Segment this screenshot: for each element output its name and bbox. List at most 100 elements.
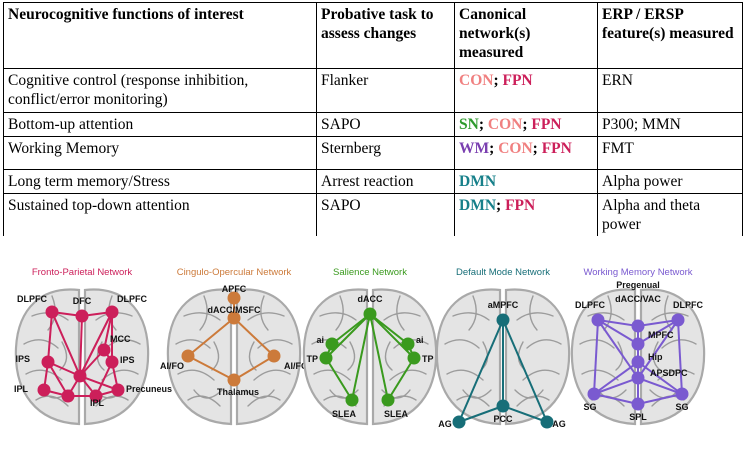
dmn-region-label: aMPFC bbox=[488, 300, 519, 310]
brain-right-hemisphere bbox=[83, 288, 150, 426]
network-tag: FPN bbox=[541, 140, 572, 157]
cell-function: Long term memory/Stress bbox=[3, 169, 317, 194]
wmn-connection bbox=[637, 319, 679, 345]
fpn-node bbox=[111, 383, 125, 397]
sn-node bbox=[401, 337, 415, 351]
wmn-region-label: SPL bbox=[629, 412, 647, 422]
brain-fold bbox=[468, 295, 477, 331]
brain-fold bbox=[516, 312, 554, 321]
fpn-connection bbox=[51, 311, 81, 377]
network-tag: CON bbox=[459, 72, 494, 89]
fpn-connection bbox=[79, 315, 83, 377]
brain-fold bbox=[603, 295, 612, 331]
wmn-node bbox=[631, 371, 645, 385]
con-region-label: APFC bbox=[222, 284, 247, 294]
sn-node bbox=[381, 393, 395, 407]
functions-table: Neurocognitive functions of interest Pro… bbox=[3, 2, 743, 236]
brain-left-hemisphere bbox=[435, 288, 502, 426]
header-function: Neurocognitive functions of interest bbox=[3, 2, 317, 69]
network-separator: ; bbox=[496, 197, 506, 214]
brain-fold bbox=[381, 389, 411, 399]
wmn-region-label: Hip bbox=[648, 352, 663, 362]
con-brain-image bbox=[166, 288, 302, 426]
dmn-node bbox=[496, 399, 510, 413]
fpn-region-label: IPL bbox=[14, 384, 29, 394]
brain-fold bbox=[260, 295, 269, 331]
wmn-region-label: DLPFC bbox=[575, 300, 605, 310]
wmn-connection bbox=[637, 377, 683, 395]
brain-fold bbox=[452, 312, 490, 321]
header-task: Probative task to assess changes bbox=[316, 2, 455, 69]
cell-feature: Alpha and theta power bbox=[597, 193, 743, 236]
brain-fold bbox=[175, 339, 211, 349]
brain-fold bbox=[329, 389, 359, 399]
dmn-brain-image bbox=[435, 288, 571, 426]
fpn-region-label: IPS bbox=[15, 354, 30, 364]
fpn-region-label: DFC bbox=[73, 296, 92, 306]
cell-task: Sternberg bbox=[316, 136, 455, 170]
sn-region-label: TP bbox=[422, 354, 434, 364]
dmn-title: Default Mode Network bbox=[456, 267, 550, 278]
brain-fold bbox=[183, 312, 221, 321]
con-region-label: AI/FO bbox=[160, 361, 184, 371]
sn-connection bbox=[325, 313, 371, 359]
con-connection bbox=[187, 355, 235, 381]
brain-fold bbox=[384, 341, 393, 371]
brain-fold bbox=[319, 312, 357, 321]
fpn-node bbox=[105, 305, 119, 319]
cell-task: Flanker bbox=[316, 68, 455, 113]
con-node bbox=[181, 349, 195, 363]
fpn-node bbox=[45, 305, 59, 319]
sn-region-label: TP bbox=[306, 354, 318, 364]
cell-task: Arrest reaction bbox=[316, 169, 455, 194]
sn-connection bbox=[325, 357, 353, 401]
table-body: Cognitive control (response inhibition, … bbox=[3, 68, 743, 236]
cell-feature: Alpha power bbox=[597, 169, 743, 194]
brain-fold bbox=[177, 369, 215, 381]
brain-right-hemisphere bbox=[504, 288, 571, 426]
fpn-node bbox=[89, 389, 103, 403]
brain-fold bbox=[247, 395, 281, 407]
wmn-connection bbox=[637, 361, 683, 395]
sn-connection bbox=[369, 313, 389, 401]
cell-task: SAPO bbox=[316, 112, 455, 137]
cell-function: Bottom-up attention bbox=[3, 112, 317, 137]
wmn-region-label: APSDPC bbox=[650, 368, 688, 378]
fpn-region-label: IPS bbox=[120, 355, 135, 365]
network-tag: FPN bbox=[502, 72, 533, 89]
fpn-region-label: IPL bbox=[90, 398, 105, 408]
brain-fold bbox=[396, 295, 405, 331]
con-node bbox=[227, 311, 241, 325]
cell-networks: DMN; FPN bbox=[454, 193, 598, 236]
network-separator: ; bbox=[493, 72, 503, 89]
wmn-node bbox=[631, 355, 645, 369]
dmn-connection bbox=[458, 319, 504, 423]
brain-fold bbox=[529, 295, 538, 331]
wmn-region-label: MPFC bbox=[648, 330, 674, 340]
brain-fold bbox=[23, 339, 59, 349]
wmn-connection bbox=[597, 319, 639, 327]
sn-connection bbox=[351, 313, 371, 401]
wmn-connection bbox=[597, 319, 639, 345]
dmn-node bbox=[452, 415, 466, 429]
header-feature: ERP / ERSP feature(s) measured bbox=[597, 2, 743, 69]
brain-fold bbox=[347, 341, 356, 371]
brain-fold bbox=[615, 341, 624, 371]
brain-fold bbox=[253, 369, 291, 381]
brain-fold bbox=[664, 295, 673, 331]
dmn-node bbox=[540, 415, 554, 429]
brain-fold bbox=[245, 389, 275, 399]
fpn-connection bbox=[79, 311, 113, 377]
brain-fold bbox=[514, 389, 544, 399]
wmn-connection bbox=[637, 319, 679, 327]
wmn-node bbox=[631, 337, 645, 351]
cell-function: Cognitive control (response inhibition, … bbox=[3, 68, 317, 113]
cell-networks: WM; CON; FPN bbox=[454, 136, 598, 170]
brain-fold bbox=[522, 369, 560, 381]
fpn-node bbox=[41, 355, 55, 369]
brain-left-hemisphere bbox=[166, 288, 233, 426]
sn-node bbox=[325, 337, 339, 351]
